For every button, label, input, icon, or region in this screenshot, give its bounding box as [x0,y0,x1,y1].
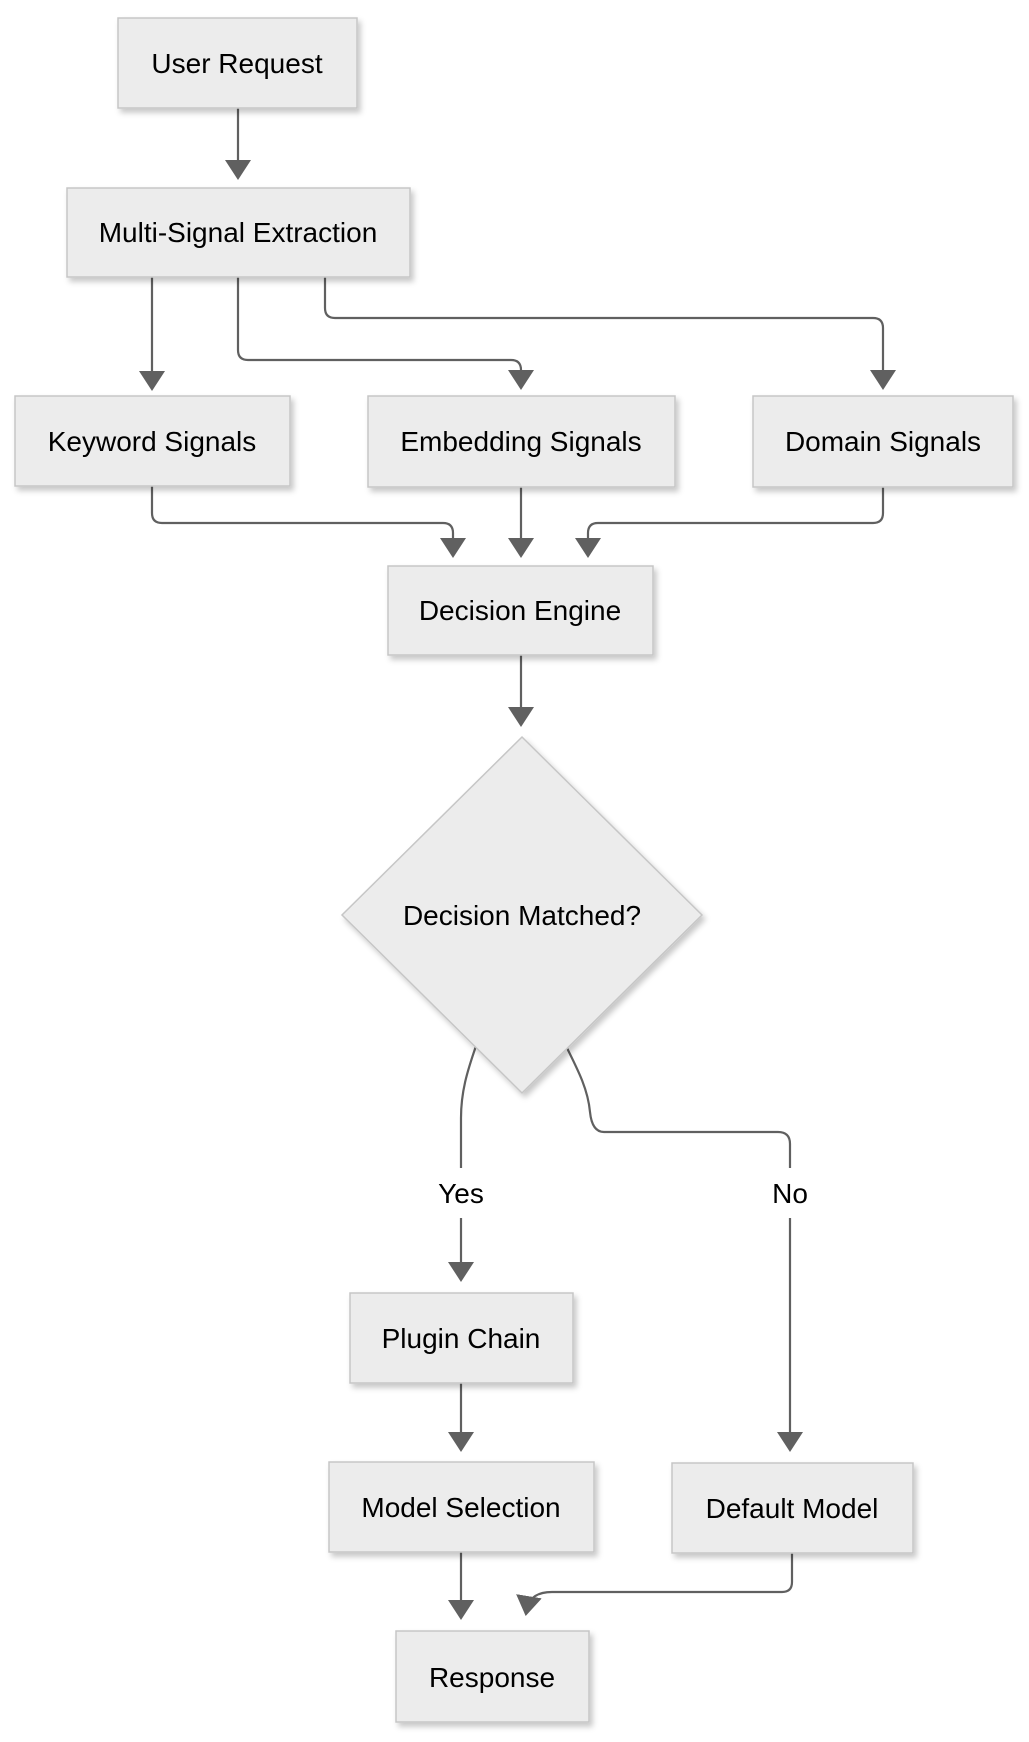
edge-label-no: No [772,1178,808,1209]
node-embedding-signals-label: Embedding Signals [400,426,641,457]
node-keyword-signals-box [14,395,291,487]
node-plugin-chain-box [349,1292,574,1384]
node-multi-signal-extraction: Multi-Signal Extraction [66,187,411,278]
node-multi-signal-extraction-label: Multi-Signal Extraction [99,217,378,248]
edge-domain-signals-to-decision-engine [575,487,885,558]
nodes-layer: User Request Multi-Signal Extraction Key… [14,17,1014,1723]
node-response: Response [395,1630,590,1723]
edge-label-yes: Yes [438,1178,484,1209]
edges-layer [139,108,896,1620]
node-user-request-label: User Request [151,48,322,79]
edge-labels-layer: Yes No [438,1178,808,1209]
node-keyword-signals-label: Keyword Signals [48,426,257,457]
node-embedding-signals-box [367,395,676,488]
node-response-label: Response [429,1662,555,1693]
edge-multi-signal-extraction-to-embedding-signals [236,277,534,390]
node-model-selection: Model Selection [328,1461,595,1553]
node-user-request: User Request [117,17,358,109]
node-domain-signals-label: Domain Signals [785,426,981,457]
edge-keyword-signals-to-decision-engine [150,486,466,558]
edge-default-model-to-response [516,1553,794,1616]
node-embedding-signals: Embedding Signals [367,395,676,488]
node-decision-matched-diamond [340,735,704,1095]
edge-decision-matched-to-plugin-chain-upper [459,1045,478,1168]
node-default-model: Default Model [671,1462,914,1554]
node-user-request-box [117,17,358,109]
node-default-model-label: Default Model [706,1493,879,1524]
node-decision-engine-box [387,565,654,656]
node-plugin-chain: Plugin Chain [349,1292,574,1384]
node-model-selection-box [328,1461,595,1553]
node-plugin-chain-label: Plugin Chain [382,1323,541,1354]
node-decision-engine-label: Decision Engine [419,595,621,626]
edge-decision-matched-to-default-model-upper [565,1045,792,1168]
node-decision-matched: Decision Matched? [340,735,704,1095]
node-keyword-signals: Keyword Signals [14,395,291,487]
node-decision-matched-label: Decision Matched? [403,900,641,931]
node-decision-engine: Decision Engine [387,565,654,656]
node-response-box [395,1630,590,1723]
node-domain-signals-box [752,395,1014,488]
node-multi-signal-extraction-box [66,187,411,278]
edge-multi-signal-extraction-to-domain-signals [323,277,896,390]
node-default-model-box [671,1462,914,1554]
node-domain-signals: Domain Signals [752,395,1014,488]
node-model-selection-label: Model Selection [361,1492,560,1523]
